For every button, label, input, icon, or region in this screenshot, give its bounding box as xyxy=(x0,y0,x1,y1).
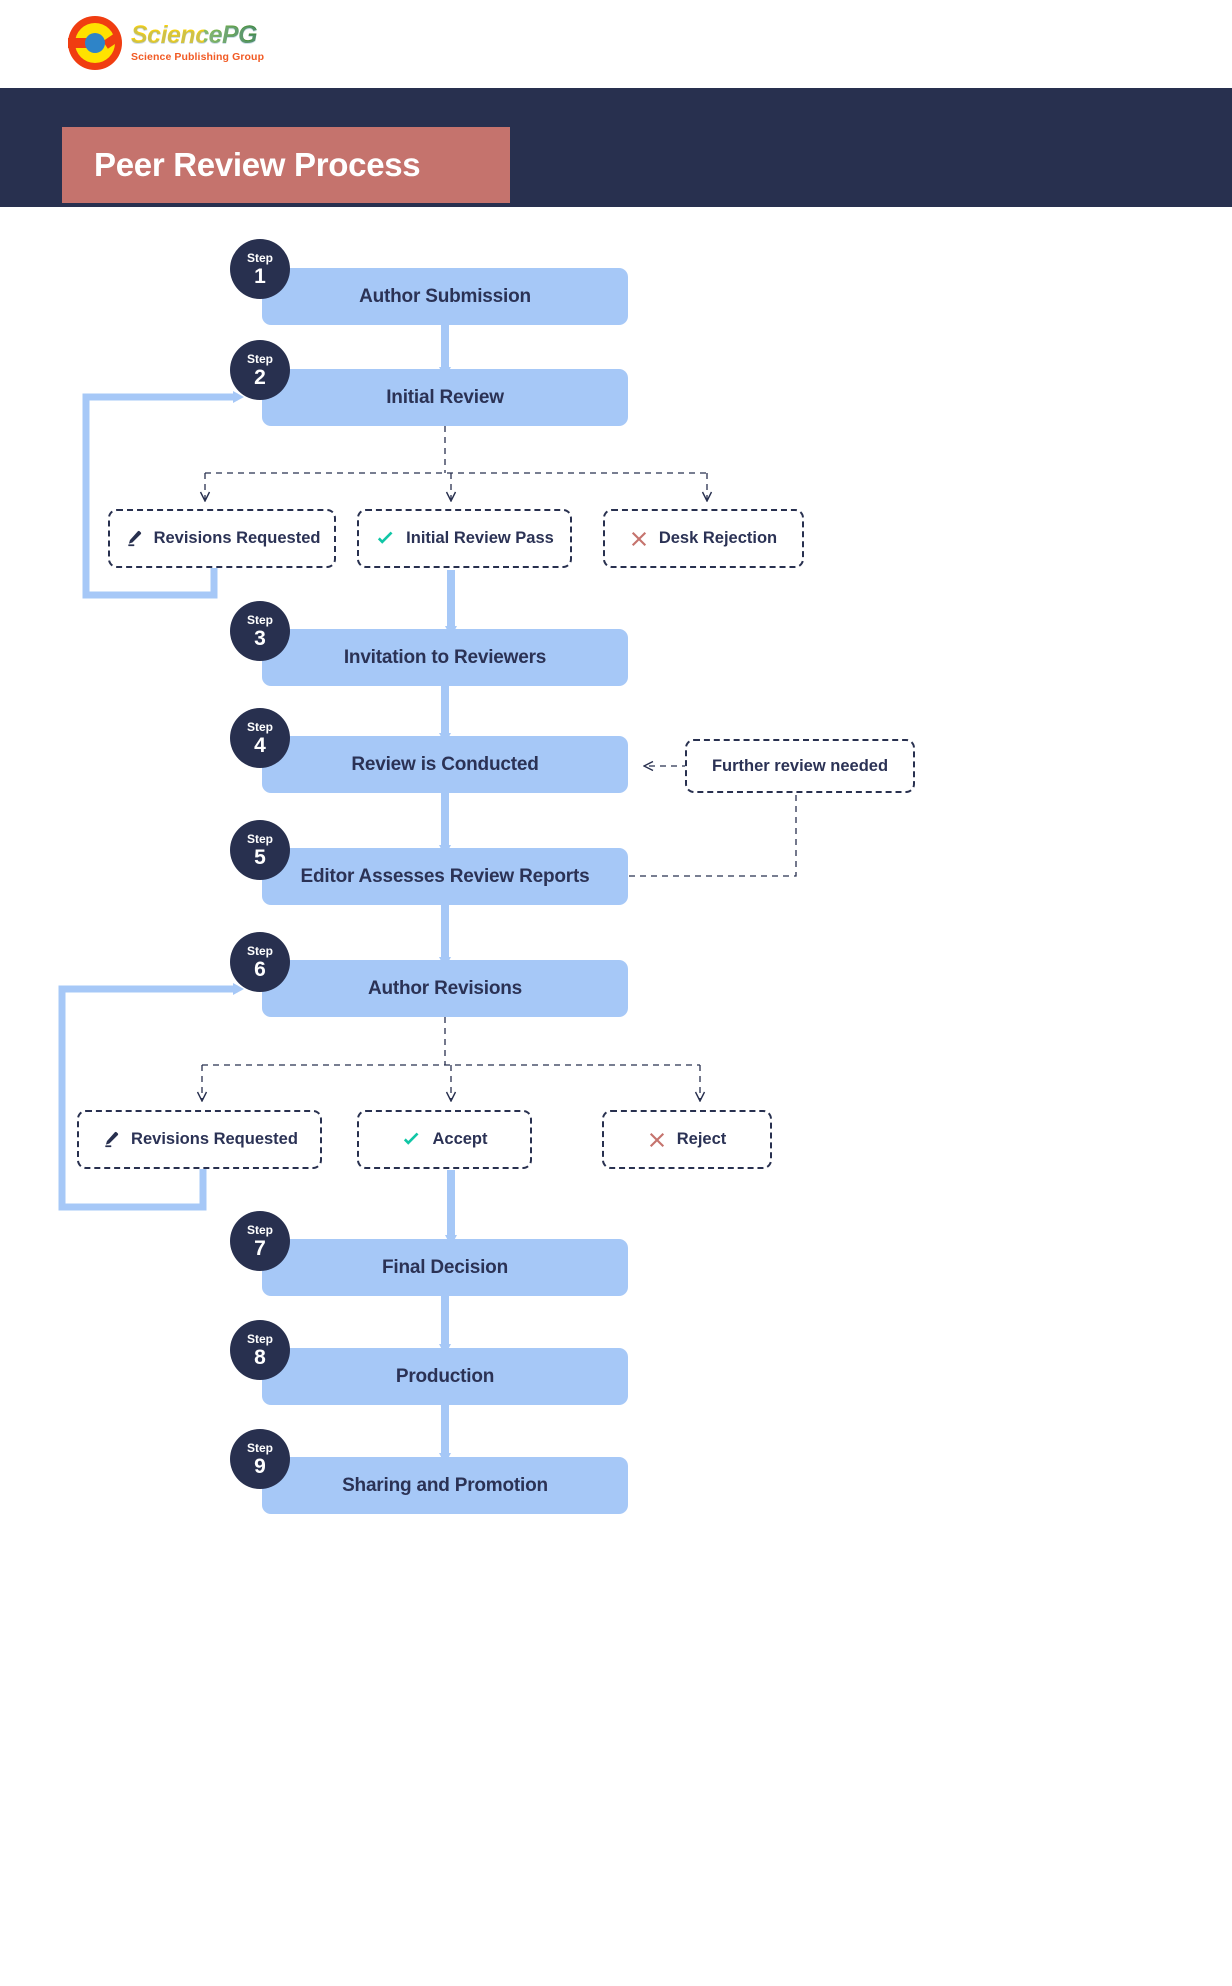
step-word-3: Step xyxy=(246,612,273,627)
step-number-7: 7 xyxy=(254,1236,266,1260)
step-number-6: 6 xyxy=(254,957,266,981)
step-badge-6: Step 6 xyxy=(230,932,290,992)
step-badge-9: Step 9 xyxy=(230,1429,290,1489)
step-badge-5: Step 5 xyxy=(230,820,290,880)
outcome-chip-reject[interactable]: Reject xyxy=(602,1110,772,1169)
note-chip-further-review-needed[interactable]: Further review needed xyxy=(685,739,915,793)
cross-icon xyxy=(648,1131,666,1149)
outcome-label: Initial Review Pass xyxy=(406,529,554,547)
brand-name: SciencePG xyxy=(131,23,264,48)
step-box-2[interactable]: Initial Review xyxy=(262,369,628,426)
step-word-9: Step xyxy=(246,1440,273,1455)
step-number-4: 4 xyxy=(254,733,266,757)
outcome-chip-desk-rejection[interactable]: Desk Rejection xyxy=(603,509,804,568)
step-label-1: Author Submission xyxy=(359,285,531,307)
cross-icon xyxy=(630,530,648,548)
check-icon xyxy=(401,1130,421,1150)
brand-logo[interactable]: SciencePG Science Publishing Group xyxy=(68,16,264,70)
edge-loop1 xyxy=(82,391,244,599)
step-number-3: 3 xyxy=(254,626,266,650)
step-word-2: Step xyxy=(246,351,273,366)
step-word-5: Step xyxy=(246,831,273,846)
check-icon xyxy=(375,529,395,549)
step-label-2: Initial Review xyxy=(386,386,504,408)
step-label-6: Author Revisions xyxy=(367,977,523,999)
step-label-8: Production xyxy=(395,1365,495,1387)
sciencepg-circle-logo-icon xyxy=(68,16,122,70)
step-box-8[interactable]: Production xyxy=(262,1348,628,1405)
flowchart-canvas: Author Submission Step 1 Initial Review … xyxy=(0,207,1232,1986)
step-box-9[interactable]: Sharing and Promotion xyxy=(262,1457,628,1514)
outcome-chip-revisions-requested-2[interactable]: Revisions Requested xyxy=(77,1110,322,1169)
step-badge-8: Step 8 xyxy=(230,1320,290,1380)
step-box-7[interactable]: Final Decision xyxy=(262,1239,628,1296)
outcome-label: Desk Rejection xyxy=(658,529,778,547)
step-badge-4: Step 4 xyxy=(230,708,290,768)
step-label-5: Editor Assesses Review Reports xyxy=(300,865,590,887)
outcome-label: Revisions Requested xyxy=(131,1130,298,1148)
step-number-1: 1 xyxy=(254,264,266,288)
pencil-icon xyxy=(101,1130,120,1149)
outcome-chip-revisions-requested-1[interactable]: Revisions Requested xyxy=(108,509,336,568)
brand-tagline: Science Publishing Group xyxy=(131,51,265,64)
step-word-6: Step xyxy=(246,943,273,958)
step-number-8: 8 xyxy=(254,1345,266,1369)
step-number-5: 5 xyxy=(254,845,266,869)
step-badge-7: Step 7 xyxy=(230,1211,290,1271)
page-title: Peer Review Process xyxy=(94,146,421,183)
step-label-4: Review is Conducted xyxy=(351,753,539,775)
step-word-1: Step xyxy=(246,250,273,265)
outcome-label: Reject xyxy=(676,1130,727,1148)
step-box-3[interactable]: Invitation to Reviewers xyxy=(262,629,628,686)
step-box-5[interactable]: Editor Assesses Review Reports xyxy=(262,848,628,905)
logo-bar: SciencePG Science Publishing Group xyxy=(0,0,1232,88)
step-label-9: Sharing and Promotion xyxy=(342,1474,548,1496)
step-box-4[interactable]: Review is Conducted xyxy=(262,736,628,793)
step-box-1[interactable]: Author Submission xyxy=(262,268,628,325)
pencil-icon xyxy=(124,529,143,548)
step-badge-2: Step 2 xyxy=(230,340,290,400)
step-label-7: Final Decision xyxy=(381,1256,508,1278)
step-number-2: 2 xyxy=(254,365,266,389)
page-title-chip: Peer Review Process xyxy=(62,127,510,203)
step-word-4: Step xyxy=(246,719,273,734)
outcome-chip-accept[interactable]: Accept xyxy=(357,1110,532,1169)
step-box-6[interactable]: Author Revisions xyxy=(262,960,628,1017)
step-number-9: 9 xyxy=(254,1454,266,1478)
note-label: Further review needed xyxy=(711,756,889,775)
step-label-3: Invitation to Reviewers xyxy=(343,646,547,668)
step-badge-1: Step 1 xyxy=(230,239,290,299)
step-word-7: Step xyxy=(246,1222,273,1237)
step-word-8: Step xyxy=(246,1331,273,1346)
edge-loop2 xyxy=(58,983,244,1211)
step-badge-3: Step 3 xyxy=(230,601,290,661)
outcome-label: Revisions Requested xyxy=(153,529,321,547)
connector-layer xyxy=(58,325,797,1464)
outcome-label: Accept xyxy=(432,1130,488,1148)
outcome-chip-initial-review-pass[interactable]: Initial Review Pass xyxy=(357,509,572,568)
